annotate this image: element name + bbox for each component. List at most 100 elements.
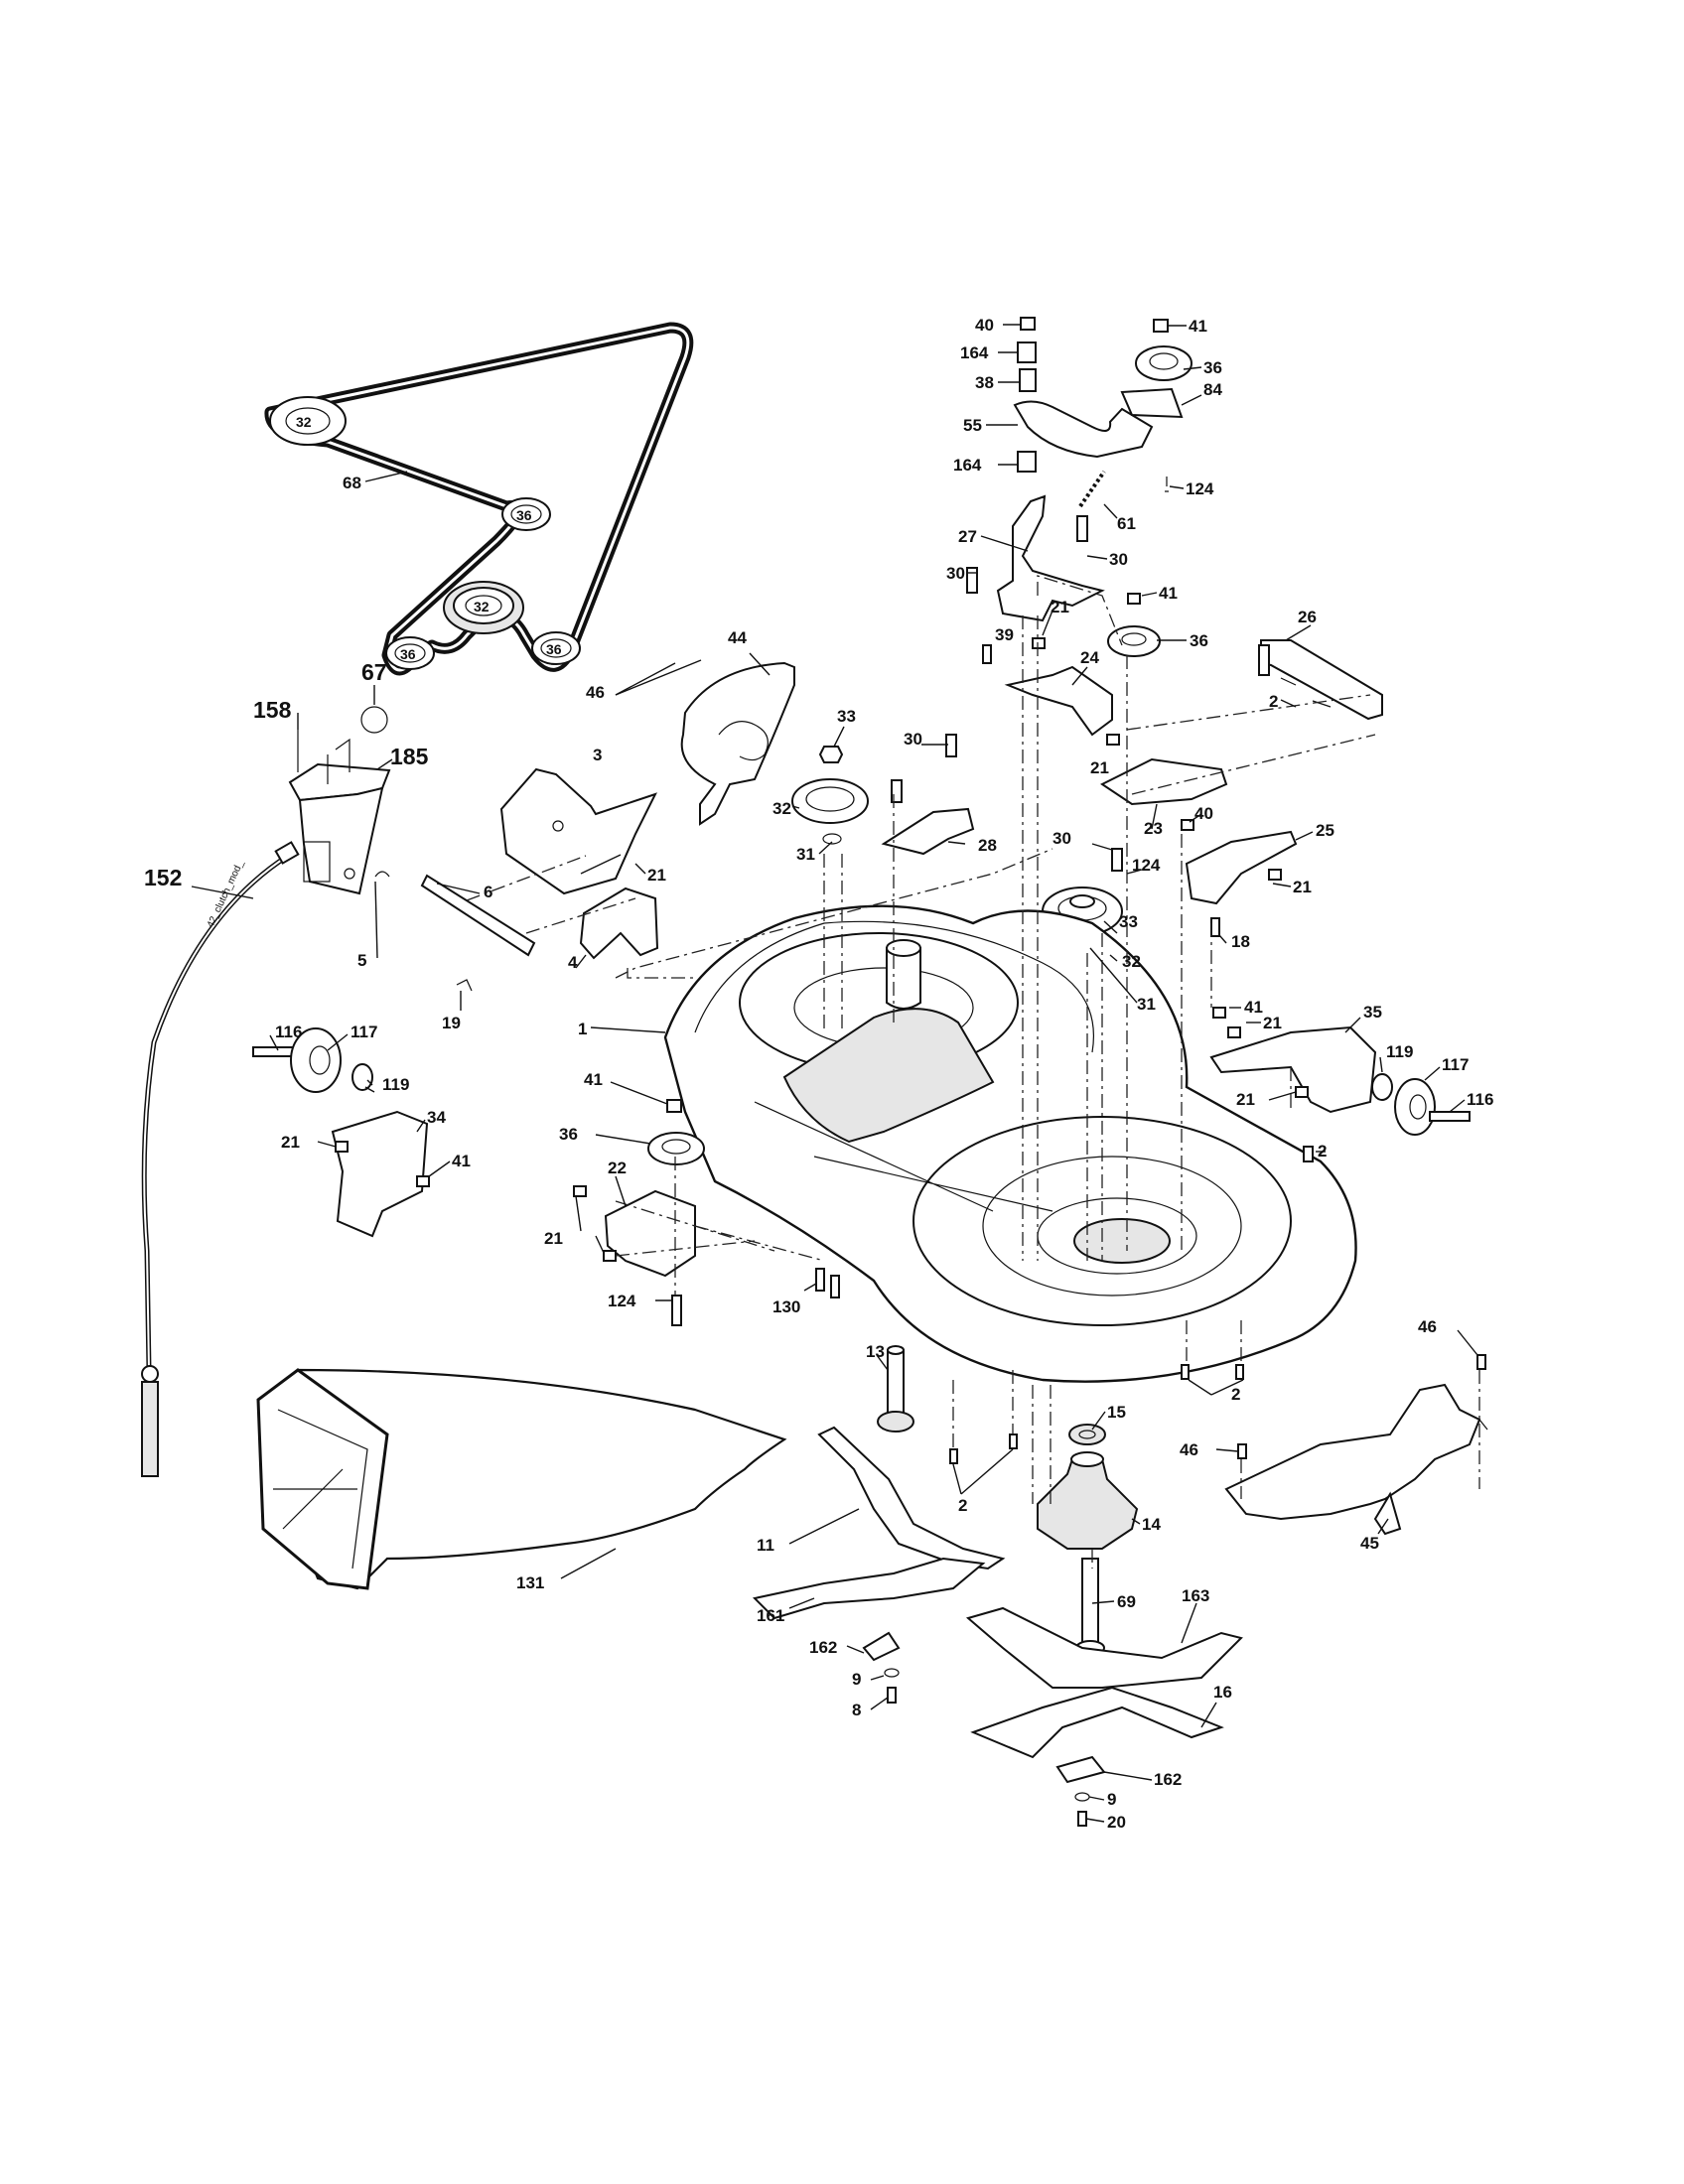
callout: 131 (516, 1573, 544, 1592)
callout: 38 (975, 373, 994, 392)
bolt-20 (1077, 1811, 1087, 1827)
nut-40 (1020, 317, 1036, 331)
bracket-26 (1260, 639, 1383, 721)
callout: 161 (757, 1606, 784, 1625)
callout: 9 (852, 1670, 861, 1689)
callout: 22 (608, 1159, 627, 1177)
blade-adapter-162 (862, 1631, 901, 1662)
callout: 16 (1213, 1683, 1232, 1702)
leader-lines (191, 324, 1478, 1823)
callout: 41 (1244, 998, 1263, 1017)
mower-deck-1 (663, 904, 1357, 1383)
spacer-164 (1017, 451, 1037, 473)
bolt-2 (1303, 1146, 1314, 1162)
callout: 14 (1142, 1515, 1161, 1534)
callout: 119 (382, 1075, 409, 1094)
callout: 25 (1316, 821, 1334, 840)
idler-bracket-27 (996, 494, 1105, 622)
callout: 36 (1203, 358, 1222, 377)
callout: 4 (568, 953, 578, 972)
callout: 36 (559, 1125, 578, 1144)
callout: 55 (963, 416, 982, 435)
callout: 116 (1467, 1090, 1493, 1109)
callout: 46 (1418, 1317, 1437, 1336)
callout: 18 (1231, 932, 1250, 951)
bolt-116 (1429, 1111, 1471, 1122)
clutch-assembly-group: 42_clutch_mod_ (141, 730, 391, 1477)
nut-21 (573, 1185, 587, 1197)
pulley-36-icon (501, 497, 551, 531)
discharge-chute-131 (256, 1368, 787, 1590)
spring-61 (1078, 470, 1106, 508)
callout: 33 (1119, 912, 1138, 931)
bracket-28 (881, 807, 975, 856)
callout: 21 (1263, 1014, 1282, 1032)
blade-adapter-162 (1055, 1755, 1106, 1784)
bolt-30 (1076, 515, 1088, 542)
bolt-2 (1181, 1364, 1190, 1380)
nut-21 (1227, 1026, 1241, 1038)
callout: 21 (1090, 758, 1109, 777)
callout: 5 (357, 951, 366, 970)
washer-31 (822, 833, 842, 845)
callout: 130 (772, 1297, 800, 1316)
bolt-2 (949, 1448, 958, 1464)
callout: 9 (1107, 1790, 1116, 1809)
cable-end-threaded (141, 1381, 159, 1477)
callout: 20 (1107, 1813, 1126, 1832)
bolt-46 (1476, 1354, 1486, 1370)
belt-routing-group: 32 36 32 36 36 (264, 322, 694, 676)
deck-spout (886, 947, 921, 1010)
washer-119 (351, 1063, 373, 1091)
spindle-housing-14 (1037, 1458, 1139, 1550)
side-shield-45 (1224, 1383, 1481, 1521)
bracket-25 (1185, 830, 1298, 905)
callout: 30 (946, 564, 965, 583)
callout: 124 (1132, 856, 1161, 875)
callout: 32 (772, 799, 791, 818)
pulley-32-icon (791, 778, 869, 824)
callout: 26 (1298, 608, 1317, 626)
gauge-wheel-117 (1394, 1078, 1436, 1136)
wheel-bracket-35 (1209, 1025, 1377, 1114)
nut-41 (1212, 1007, 1226, 1019)
rod-6 (420, 874, 536, 957)
callout: 21 (544, 1229, 563, 1248)
alignment-lines (466, 575, 1480, 1569)
pulley-label: 32 (296, 414, 312, 430)
callout: 61 (1117, 514, 1136, 533)
callout: 185 (390, 744, 429, 769)
callout: 68 (343, 474, 361, 492)
callout: 23 (1144, 819, 1163, 838)
callout: 34 (427, 1108, 446, 1127)
idler-arm-55 (1013, 400, 1154, 459)
callout: 116 (275, 1023, 302, 1041)
bracket-22 (604, 1189, 696, 1278)
blade-11 (817, 1426, 1006, 1570)
gauge-wheel-117 (290, 1027, 342, 1093)
callout: 21 (1051, 598, 1069, 616)
callout: 40 (975, 316, 994, 335)
callout: 21 (647, 866, 666, 885)
callout: 124 (1186, 479, 1214, 498)
callout: 162 (1154, 1770, 1182, 1789)
nut-33 (818, 746, 844, 763)
callout: 124 (608, 1292, 636, 1310)
clutch-cable (141, 853, 290, 1371)
washer-9 (1074, 1792, 1090, 1802)
callout: 2 (1231, 1385, 1240, 1404)
callout: 32 (1122, 952, 1141, 971)
belt-cover-44 (680, 661, 795, 826)
callout: 28 (978, 836, 997, 855)
nut-21 (1106, 734, 1120, 746)
callout: 46 (586, 683, 605, 702)
callout: 45 (1360, 1534, 1379, 1553)
callout: 21 (1293, 878, 1312, 896)
callout: 11 (757, 1536, 774, 1555)
nut-21 (603, 1250, 617, 1262)
pulley-label: 36 (400, 646, 416, 662)
washer-15 (1068, 1424, 1106, 1445)
pulley-label: 36 (516, 507, 532, 523)
ball-knob-icon (360, 706, 388, 734)
